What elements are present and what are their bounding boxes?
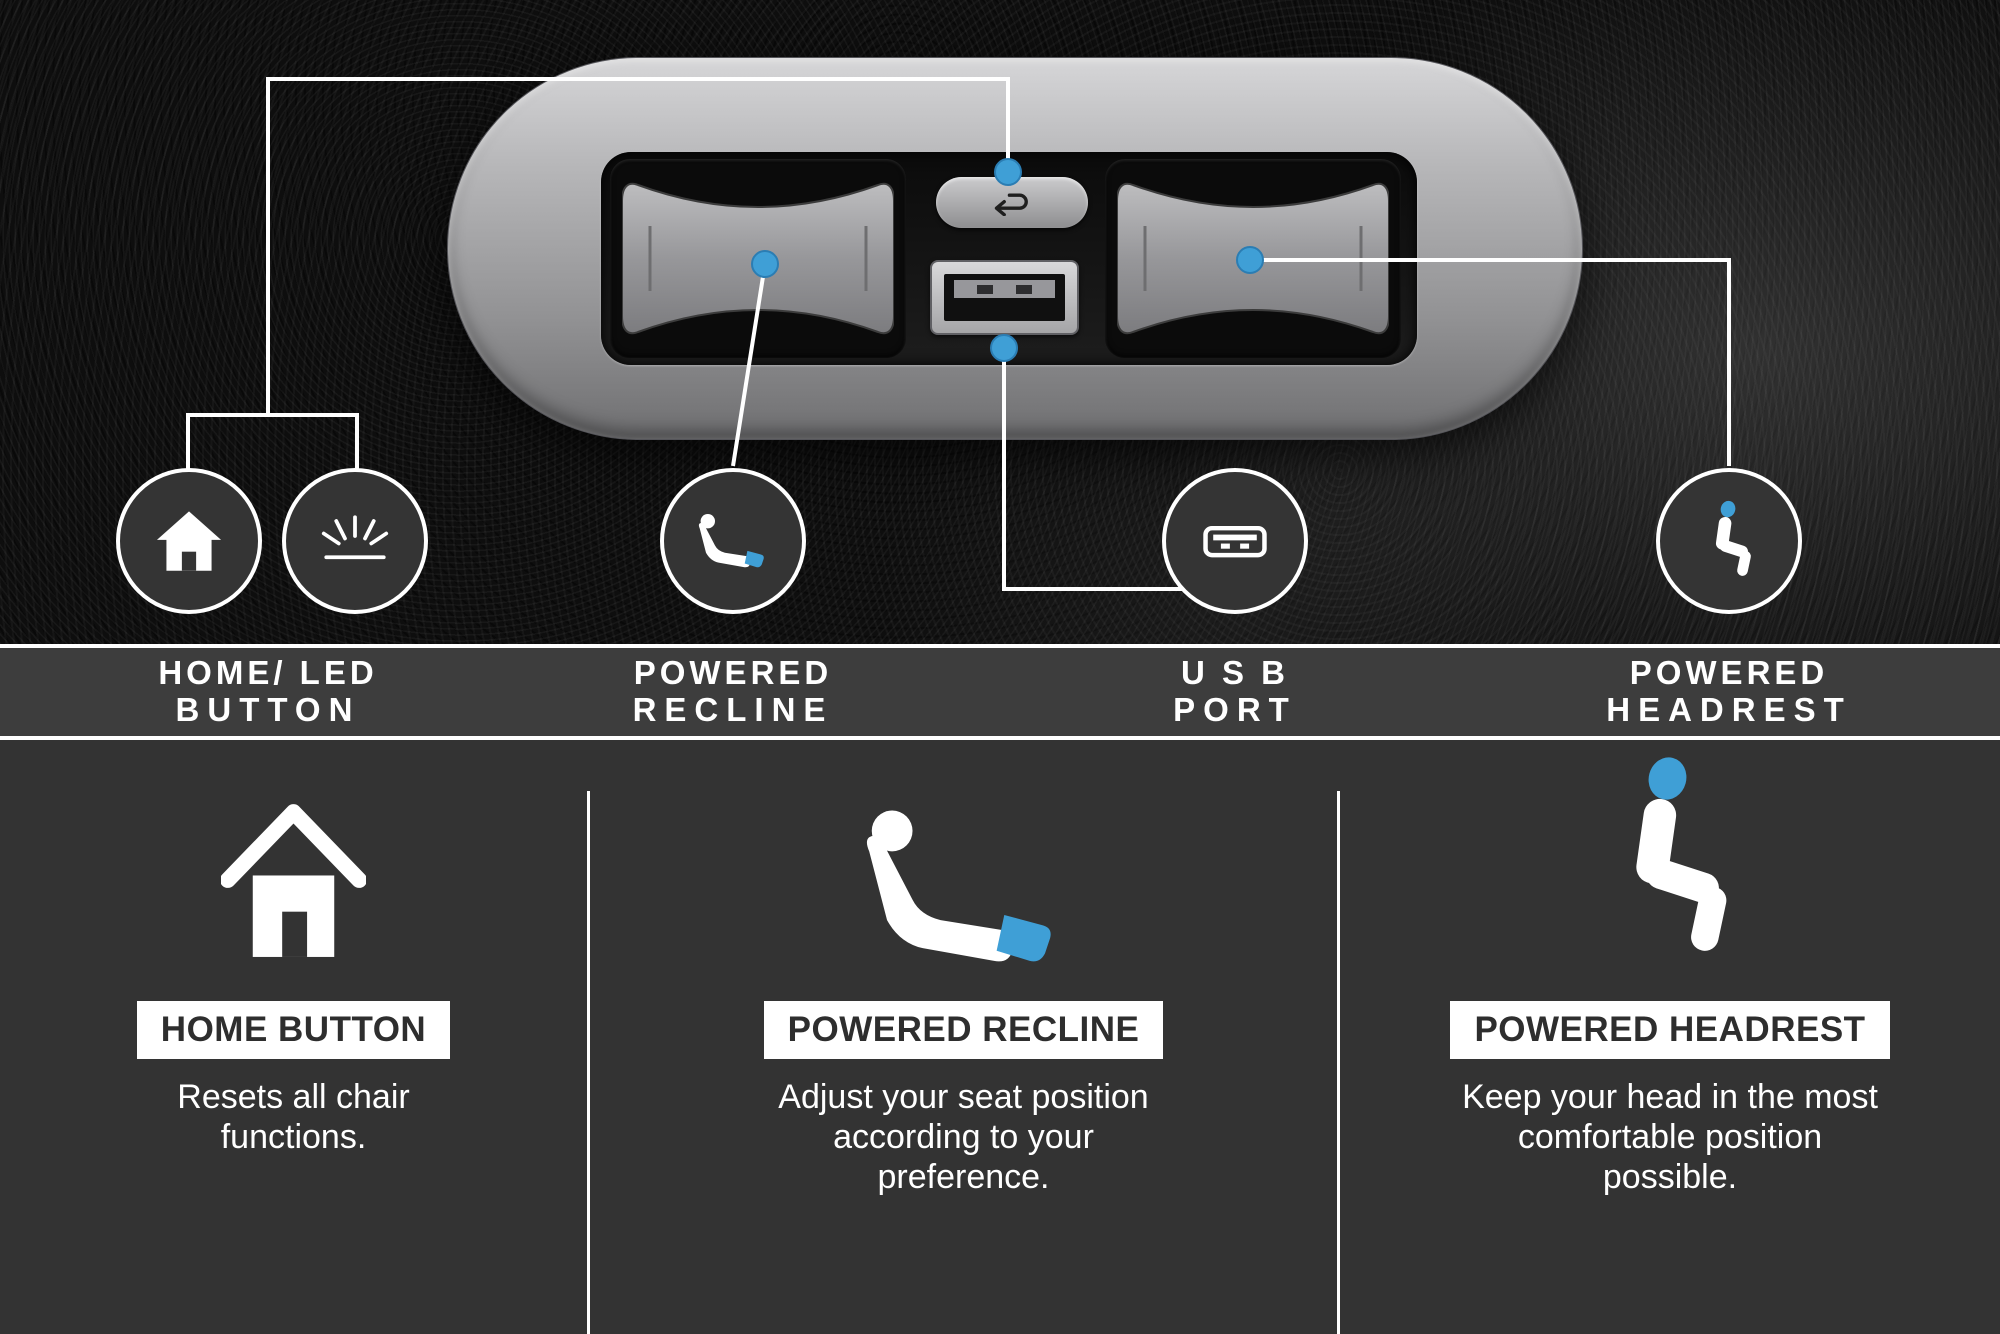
feature-headrest: POWERED HEADREST Keep your head in the m… [1340,740,2000,1334]
panel-recess [601,152,1417,365]
chair-control-panel [447,57,1583,440]
feature-description: Resets all chair functions. [177,1078,410,1157]
recline-rocker-icon [622,182,894,335]
column-divider [587,791,590,1334]
callout-label-home-led: HOME/ LED BUTTON [158,654,378,729]
headrest-rocker-button [1105,159,1401,358]
recline-chair-icon [698,514,764,568]
callout-label-line: PORT [1173,691,1297,728]
callout-label-line: U S B [1180,654,1290,692]
callout-label-line: HOME/ LED [158,654,378,692]
product-photo-section [0,0,2000,644]
callout-label-line: BUTTON [175,691,361,728]
recline-icon-badge [660,468,806,614]
callout-label-line: HEADREST [1606,691,1852,728]
callout-label-line: POWERED [1629,654,1829,692]
feature-description: Adjust your seat position according to y… [778,1078,1149,1197]
callout-label-line: RECLINE [632,691,834,728]
reset-arrow-icon [994,193,1028,216]
recline-chair-icon [866,810,1051,962]
feature-home: HOME BUTTON Resets all chair functions. [0,740,587,1334]
usb-icon-badge [1162,468,1308,614]
callout-label-recline: POWERED RECLINE [632,654,834,729]
headrest-chair-icon [1715,500,1751,576]
feature-description: Keep your head in the most comfortable p… [1462,1078,1878,1197]
callout-label-band: HOME/ LED BUTTON POWERED RECLINE U S B P… [0,644,2000,740]
headrest-rocker-icon [1117,182,1389,335]
home-icon-badge [116,468,262,614]
headrest-chair-icon [1636,757,1727,951]
feature-title: POWERED RECLINE [763,1001,1164,1059]
led-icon-badge [282,468,428,614]
feature-icon-box [221,740,366,1001]
feature-icon-box [1590,740,1750,1001]
usb-contact [977,284,993,294]
callout-label-line: POWERED [633,654,833,692]
led-icon [321,515,389,560]
usb-cavity [944,274,1065,321]
usb-tongue [954,280,1055,298]
callout-label-headrest: POWERED HEADREST [1606,654,1852,729]
feature-title: POWERED HEADREST [1450,1001,1890,1059]
usb-port [930,260,1079,335]
callout-label-usb: U S B PORT [1173,654,1297,729]
usb-icon [1203,525,1267,558]
feature-recline: POWERED RECLINE Adjust your seat positio… [590,740,1337,1334]
column-divider [1337,791,1340,1334]
feature-details-section: HOME BUTTON Resets all chair functions. … [0,740,2000,1334]
usb-contact [1016,284,1032,294]
home-icon [221,804,366,957]
feature-icon-box [836,740,1091,1001]
headrest-icon-badge [1656,468,1802,614]
home-reset-button [936,177,1088,228]
home-icon [156,511,222,571]
recline-rocker-button [610,159,906,358]
feature-title: HOME BUTTON [136,1001,451,1059]
